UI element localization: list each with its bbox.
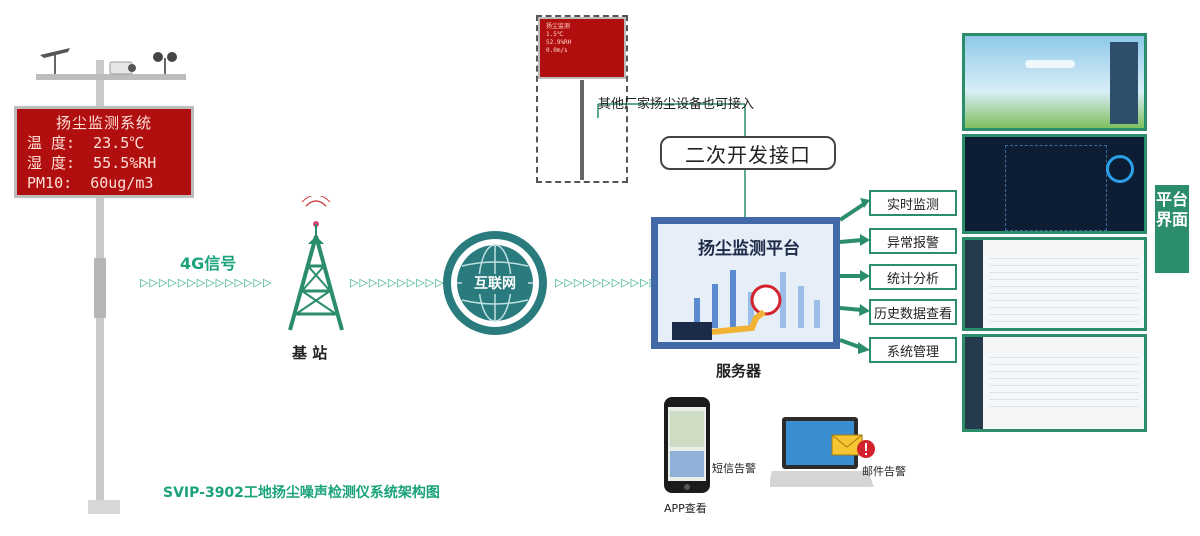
function-arrows bbox=[840, 198, 870, 354]
screenshot-dashboard-map bbox=[962, 134, 1147, 234]
led-pm10: PM10: 60ug/m3 bbox=[27, 174, 154, 192]
screenshot-login bbox=[962, 33, 1147, 131]
screenshot-data-table bbox=[962, 237, 1147, 331]
platform-bars-icon bbox=[672, 270, 820, 340]
base-station-tower-icon bbox=[288, 196, 344, 331]
diagram-caption: SVIP-3902工地扬尘噪声检测仪系统架构图 bbox=[163, 485, 440, 501]
small-led-display: 扬尘监测 1.5℃ 52.9%RH 0.0m/s bbox=[538, 17, 626, 79]
led-title: 扬尘监测系统 bbox=[55, 114, 152, 132]
led-temperature: 温 度: 23.5℃ bbox=[27, 134, 145, 152]
arrows-pole-to-station: ▷▷▷▷▷▷▷▷▷▷▷▷▷▷ bbox=[140, 276, 273, 289]
sms-alert-label: 短信告警 bbox=[712, 462, 756, 475]
small-led-line1: 扬尘监测 bbox=[546, 23, 571, 30]
small-led-line2: 1.5℃ bbox=[546, 31, 564, 38]
internet-label: 互联网 bbox=[462, 274, 528, 294]
function-system-management: 系统管理 bbox=[869, 337, 957, 363]
small-led-line4: 0.0m/s bbox=[546, 47, 568, 54]
platform-monitor: 扬尘监测平台 bbox=[651, 217, 840, 349]
smartphone-icon bbox=[664, 397, 710, 493]
email-alert-label: 邮件告警 bbox=[862, 465, 906, 478]
base-station-label: 基 站 bbox=[292, 344, 328, 362]
connector-lines bbox=[580, 80, 746, 217]
signal-label: 4G信号 bbox=[180, 254, 237, 273]
secondary-development-api-box: 二次开发接口 bbox=[660, 136, 836, 170]
server-label: 服务器 bbox=[716, 362, 762, 380]
platform-title: 扬尘监测平台 bbox=[698, 239, 800, 259]
laptop-email-icon bbox=[770, 417, 875, 487]
led-humidity: 湿 度: 55.5%RH bbox=[27, 154, 157, 172]
small-led-line3: 52.9%RH bbox=[546, 39, 572, 46]
side-label-line1: 平台 bbox=[1155, 190, 1188, 209]
screenshot-system-management bbox=[962, 334, 1147, 432]
monitoring-pole bbox=[36, 48, 186, 514]
function-statistics: 统计分析 bbox=[869, 264, 957, 290]
led-display-board: 扬尘监测系统 温 度: 23.5℃ 湿 度: 55.5%RH PM10: 60u… bbox=[14, 106, 194, 198]
platform-interface-label: 平台 界面 bbox=[1155, 185, 1189, 273]
app-view-label: APP查看 bbox=[664, 502, 707, 515]
side-label-line2: 界面 bbox=[1155, 210, 1188, 229]
function-alarm: 异常报警 bbox=[869, 228, 957, 254]
function-realtime-monitoring: 实时监测 bbox=[869, 190, 957, 216]
other-devices-label: 其他厂家扬尘设备也可接入 bbox=[598, 97, 755, 112]
function-history: 历史数据查看 bbox=[869, 299, 957, 325]
other-devices-dashed-box bbox=[536, 15, 628, 183]
